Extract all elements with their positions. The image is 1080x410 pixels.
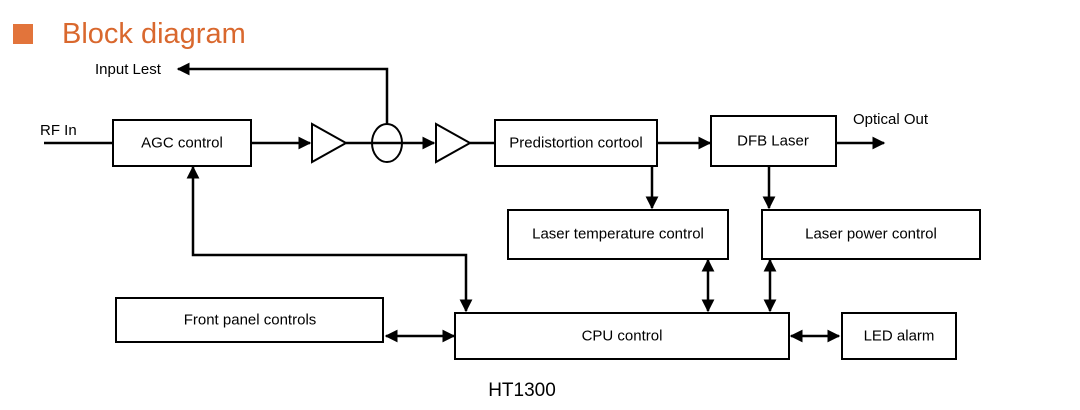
input-test-label: Input Lest [95, 61, 162, 78]
amplifier-2-icon [435, 122, 473, 164]
block-label: Front panel controls [184, 312, 317, 329]
block-predistortion: Predistortion cortool [494, 119, 658, 167]
rf-in-label: RF In [40, 122, 77, 139]
block-label: AGC control [141, 135, 223, 152]
block-label: DFB Laser [737, 133, 809, 150]
block-agc: AGC control [112, 119, 252, 167]
heading-bullet-icon [13, 24, 33, 44]
block-laser-power: Laser power control [761, 209, 981, 260]
block-label: Laser power control [805, 226, 937, 243]
amplifier-1-icon [311, 122, 349, 164]
block-label: Laser temperature control [532, 226, 704, 243]
cpu-agc-link-arrow [186, 165, 473, 313]
block-dfb-laser: DFB Laser [710, 115, 837, 167]
signal-path [44, 62, 886, 164]
input-test-arrow [176, 62, 389, 124]
block-laser-temperature: Laser temperature control [507, 209, 729, 260]
block-led-alarm: LED alarm [841, 312, 957, 360]
block-front-panel: Front panel controls [115, 297, 384, 343]
block-label: Predistortion cortool [509, 135, 642, 152]
model-caption: HT1300 [488, 380, 556, 401]
control-path [186, 165, 841, 343]
optical-out-label: Optical Out [853, 111, 929, 128]
block-cpu: CPU control [454, 312, 790, 360]
page-title: Block diagram [62, 18, 246, 50]
block-label: CPU control [582, 328, 663, 345]
block-label: LED alarm [864, 328, 935, 345]
